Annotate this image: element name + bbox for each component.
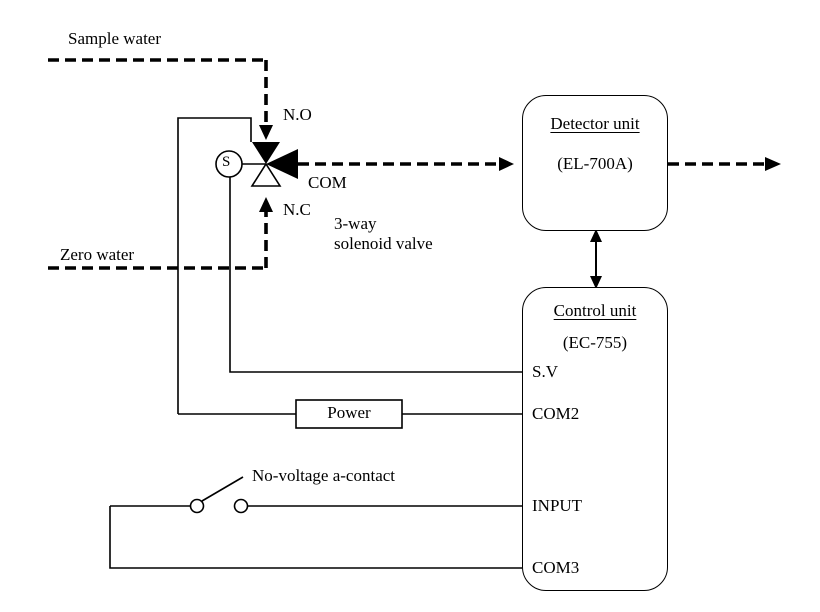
power-box-label: Power: [327, 403, 371, 422]
detector-unit-model: (EL-700A): [557, 154, 633, 173]
sample-water-pipe: [48, 58, 273, 140]
power-box-outline: [295, 399, 403, 429]
switch-contact-right: [233, 498, 249, 514]
three-way-valve-symbol: [215, 142, 298, 187]
input-wire-switch: [110, 476, 522, 514]
detector-outlet-pipe: [668, 157, 781, 171]
valve-nc-port-label: N.C: [283, 200, 311, 219]
valve-name-label: 3-way solenoid valve: [334, 214, 433, 253]
valve-no-port-label: N.O: [283, 105, 312, 124]
sv-wire: [229, 177, 522, 373]
detector-unit-box: Detector unit (EL-700A): [522, 95, 668, 231]
switch-contact-left: [189, 498, 205, 514]
control-unit-box: Control unit (EC-755) S.V COM2 INPUT COM…: [522, 287, 668, 591]
com3-wire: [109, 506, 522, 569]
detector-control-link-arrow: [590, 229, 602, 289]
terminal-com3: COM3: [532, 558, 580, 577]
valve-com-port-label: COM: [308, 173, 347, 192]
terminal-com2: COM2: [532, 404, 580, 423]
zero-water-pipe: [48, 197, 273, 270]
switch-blade: [201, 476, 244, 502]
com-to-detector-pipe: [298, 157, 514, 171]
control-unit-model: (EC-755): [562, 333, 628, 352]
detector-unit-title: Detector unit: [550, 114, 640, 133]
terminal-input: INPUT: [532, 496, 583, 515]
terminal-sv: S.V: [532, 362, 558, 381]
zero-water-label: Zero water: [60, 245, 135, 264]
sample-water-label: Sample water: [68, 29, 161, 48]
solenoid-coil-letter: S: [222, 154, 231, 170]
no-voltage-contact-label: No-voltage a-contact: [252, 466, 396, 485]
com2-power-wire: [177, 117, 522, 429]
valve-name-line1: 3-way: [334, 214, 377, 233]
valve-name-line2: solenoid valve: [334, 233, 433, 253]
solenoid-coil-circle: [215, 150, 243, 178]
control-unit-title: Control unit: [553, 301, 637, 320]
